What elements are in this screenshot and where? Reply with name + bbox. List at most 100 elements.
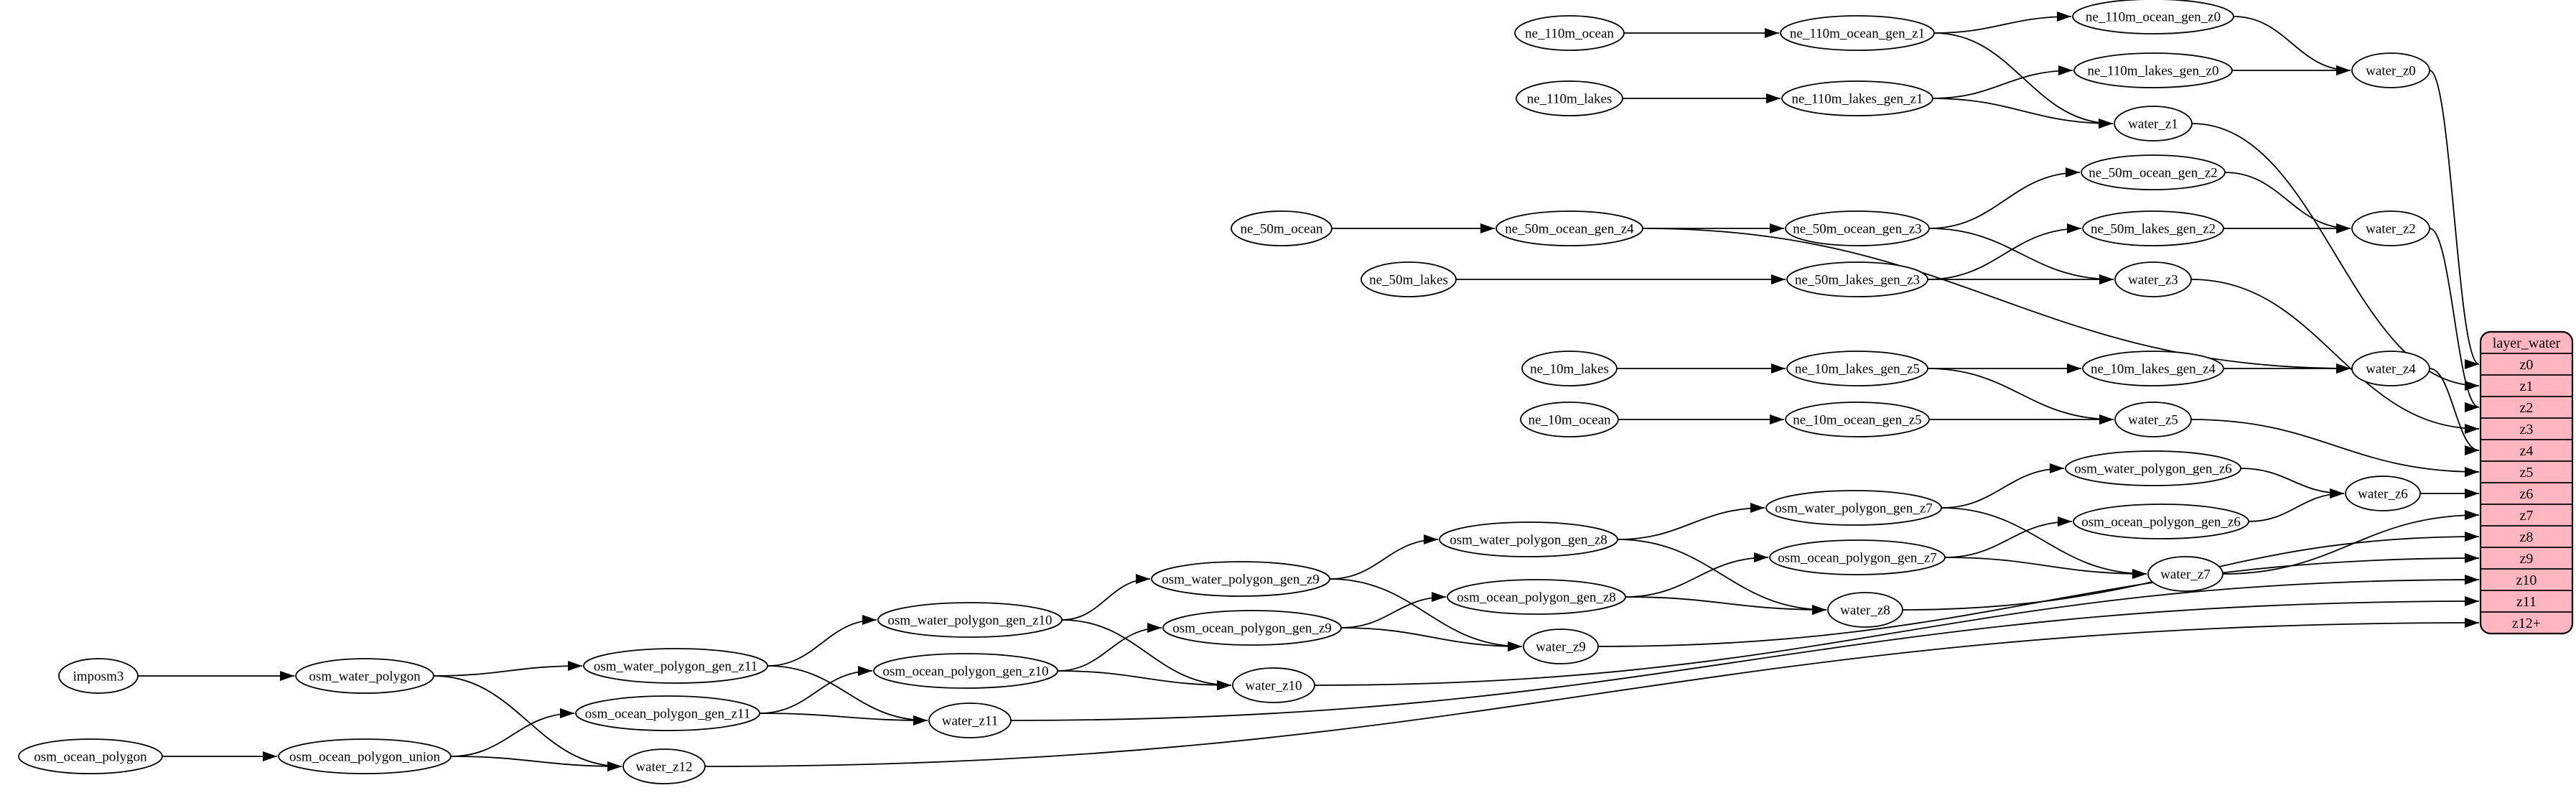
node-water_z1: water_z1 — [2114, 106, 2193, 142]
table-row-z12+: z12+ — [2512, 616, 2541, 631]
edge-ne_110m_ocean_gen_z0-to-water_z0 — [2233, 16, 2351, 75]
node-label-ne_50m_lakes: ne_50m_lakes — [1369, 273, 1448, 288]
node-ellipse-ne_10m_lakes_gen_z4 — [2082, 351, 2224, 386]
edge-osm_water_polygon_gen_z10-to-osm_water_polygon_gen_z9 — [1061, 574, 1151, 621]
edge-ne_110m_lakes_gen_z1-to-ne_110m_lakes_gen_z0 — [1932, 65, 2073, 99]
node-ellipse-osm_ocean_polygon_gen_z9 — [1162, 610, 1342, 646]
edge-ne_110m_lakes_gen_z1-to-water_z1 — [1932, 98, 2114, 129]
node-osm_ocean_polygon: osm_ocean_polygon — [18, 738, 163, 774]
node-label-water_z7: water_z7 — [2160, 567, 2211, 583]
node-label-ne_10m_lakes_gen_z5: ne_10m_lakes_gen_z5 — [1795, 362, 1920, 377]
node-ellipse-imposm3 — [58, 658, 139, 694]
node-ellipse-osm_water_polygon_gen_z9 — [1151, 561, 1330, 597]
node-label-osm_water_polygon_gen_z11: osm_water_polygon_gen_z11 — [594, 659, 757, 674]
node-label-ne_110m_ocean_gen_z0: ne_110m_ocean_gen_z0 — [2086, 10, 2221, 25]
edge-ne_50m_ocean_gen_z2-to-water_z2 — [2224, 172, 2351, 233]
node-ne_110m_lakes: ne_110m_lakes — [1516, 80, 1623, 116]
edge-osm_water_polygon_gen_z8-to-osm_water_polygon_gen_z7 — [1617, 503, 1765, 540]
table-row-z8: z8 — [2520, 529, 2534, 545]
node-label-water_z11: water_z11 — [942, 714, 998, 729]
node-ne_50m_lakes_gen_z3: ne_50m_lakes_gen_z3 — [1786, 261, 1928, 297]
table-row-z1: z1 — [2520, 379, 2534, 394]
table-row-z2: z2 — [2520, 400, 2534, 416]
edge-ne_110m_ocean_gen_z1-to-ne_110m_ocean_gen_z0 — [1933, 11, 2072, 34]
node-ellipse-water_z5 — [2114, 402, 2192, 437]
edge-water_z5-to-layer_water-z5 — [2190, 419, 2480, 477]
node-ellipse-water_z11 — [928, 702, 1012, 738]
edge-water_z10-to-layer_water-z10 — [1314, 575, 2480, 686]
node-ellipse-ne_50m_ocean — [1231, 210, 1333, 246]
edge-osm_ocean_polygon_gen_z8-to-water_z8 — [1625, 596, 1827, 615]
node-water_z2: water_z2 — [2351, 210, 2430, 246]
node-label-ne_50m_lakes_gen_z2: ne_50m_lakes_gen_z2 — [2091, 222, 2216, 237]
node-ellipse-ne_110m_lakes_gen_z0 — [2073, 52, 2233, 88]
node-ellipse-water_z12 — [622, 748, 706, 784]
node-label-osm_water_polygon_gen_z6: osm_water_polygon_gen_z6 — [2074, 462, 2232, 477]
node-water_z7: water_z7 — [2147, 556, 2223, 592]
node-label-osm_water_polygon: osm_water_polygon — [309, 669, 421, 685]
edge-water_z2-to-layer_water-z2 — [2429, 228, 2480, 412]
node-label-ne_10m_lakes: ne_10m_lakes — [1530, 362, 1609, 377]
table-header-layer_water: layer_water — [2493, 335, 2561, 351]
node-ne_10m_lakes_gen_z5: ne_10m_lakes_gen_z5 — [1786, 351, 1928, 386]
edge-osm_water_polygon_gen_z8-to-water_z8 — [1617, 539, 1827, 615]
node-water_z11: water_z11 — [928, 702, 1012, 738]
node-osm_ocean_polygon_gen_z11: osm_ocean_polygon_gen_z11 — [575, 695, 760, 731]
node-ellipse-ne_10m_ocean_gen_z5 — [1785, 402, 1930, 437]
node-ne_50m_lakes_gen_z2: ne_50m_lakes_gen_z2 — [2082, 210, 2224, 246]
node-label-ne_10m_ocean_gen_z5: ne_10m_ocean_gen_z5 — [1793, 413, 1921, 428]
node-label-ne_110m_lakes_gen_z1: ne_110m_lakes_gen_z1 — [1792, 92, 1923, 107]
node-label-osm_water_polygon_gen_z10: osm_water_polygon_gen_z10 — [887, 613, 1052, 629]
node-osm_water_polygon_gen_z10: osm_water_polygon_gen_z10 — [877, 602, 1063, 638]
node-osm_ocean_polygon_gen_z9: osm_ocean_polygon_gen_z9 — [1162, 610, 1342, 646]
node-ne_50m_ocean_gen_z3: ne_50m_ocean_gen_z3 — [1785, 210, 1930, 246]
node-osm_ocean_polygon_union: osm_ocean_polygon_union — [278, 738, 452, 774]
edge-ne_50m_ocean_gen_z4-to-water_z4 — [1642, 228, 2351, 374]
edge-osm_water_polygon_gen_z11-to-water_z11 — [767, 665, 928, 725]
node-osm_ocean_polygon_gen_z10: osm_ocean_polygon_gen_z10 — [873, 653, 1058, 689]
node-label-ne_50m_ocean_gen_z4: ne_50m_ocean_gen_z4 — [1505, 222, 1634, 237]
edge-osm_ocean_polygon_gen_z9-to-osm_ocean_polygon_gen_z8 — [1340, 592, 1447, 629]
node-label-osm_ocean_polygon_gen_z6: osm_ocean_polygon_gen_z6 — [2081, 515, 2241, 530]
node-osm_ocean_polygon_gen_z6: osm_ocean_polygon_gen_z6 — [2073, 504, 2249, 539]
node-ellipse-ne_10m_lakes — [1521, 351, 1618, 386]
node-ne_50m_ocean_gen_z2: ne_50m_ocean_gen_z2 — [2081, 154, 2226, 190]
edge-osm_water_polygon-to-water_z12 — [433, 675, 622, 771]
edge-osm_water_polygon_gen_z9-to-osm_water_polygon_gen_z8 — [1329, 534, 1439, 580]
node-ne_110m_ocean: ne_110m_ocean — [1514, 15, 1625, 51]
edge-osm_ocean_polygon_gen_z10-to-water_z10 — [1057, 670, 1232, 690]
node-ellipse-ne_50m_ocean_gen_z3 — [1785, 210, 1930, 246]
edge-ne_50m_ocean_gen_z3-to-ne_50m_ocean_gen_z2 — [1928, 167, 2081, 229]
node-osm_water_polygon: osm_water_polygon — [295, 658, 434, 694]
edge-water_z9-to-layer_water-z9 — [1597, 553, 2480, 647]
table-row-z4: z4 — [2520, 443, 2534, 459]
edge-osm_ocean_polygon_union-to-water_z12 — [450, 756, 622, 771]
node-ellipse-ne_10m_ocean — [1520, 402, 1619, 437]
node-ellipse-osm_ocean_polygon_union — [278, 738, 452, 774]
table-row-z11: z11 — [2516, 594, 2537, 610]
node-water_z10: water_z10 — [1232, 667, 1315, 703]
node-ellipse-osm_ocean_polygon_gen_z10 — [873, 653, 1058, 689]
node-ne_50m_lakes: ne_50m_lakes — [1361, 261, 1457, 297]
node-ellipse-osm_water_polygon_gen_z7 — [1765, 490, 1942, 526]
edge-osm_ocean_polygon_gen_z11-to-water_z11 — [759, 713, 928, 725]
edge-osm_water_polygon_gen_z7-to-water_z7 — [1941, 507, 2147, 579]
table-row-z6: z6 — [2520, 486, 2534, 502]
edge-osm_water_polygon_gen_z9-to-water_z9 — [1329, 578, 1523, 651]
node-label-ne_10m_ocean: ne_10m_ocean — [1528, 413, 1611, 428]
node-water_z6: water_z6 — [2345, 476, 2421, 511]
node-label-water_z4: water_z4 — [2366, 362, 2416, 377]
edge-water_z12-to-layer_water-z12+ — [704, 618, 2480, 767]
node-ellipse-ne_50m_lakes_gen_z2 — [2082, 210, 2224, 246]
node-label-ne_110m_lakes_gen_z0: ne_110m_lakes_gen_z0 — [2088, 64, 2219, 79]
node-label-ne_110m_ocean: ne_110m_ocean — [1525, 27, 1614, 42]
node-label-ne_110m_ocean_gen_z1: ne_110m_ocean_gen_z1 — [1790, 27, 1925, 42]
edge-ne_50m_ocean_gen_z3-to-water_z3 — [1928, 228, 2114, 284]
node-ellipse-water_z10 — [1232, 667, 1315, 703]
edge-osm_ocean_polygon_gen_z7-to-osm_ocean_polygon_gen_z6 — [1944, 516, 2073, 558]
node-imposm3: imposm3 — [58, 658, 139, 694]
edge-ne_50m_lakes_gen_z3-to-ne_50m_lakes_gen_z2 — [1927, 223, 2082, 280]
node-label-osm_water_polygon_gen_z8: osm_water_polygon_gen_z8 — [1450, 533, 1607, 548]
node-ellipse-water_z8 — [1827, 592, 1903, 628]
